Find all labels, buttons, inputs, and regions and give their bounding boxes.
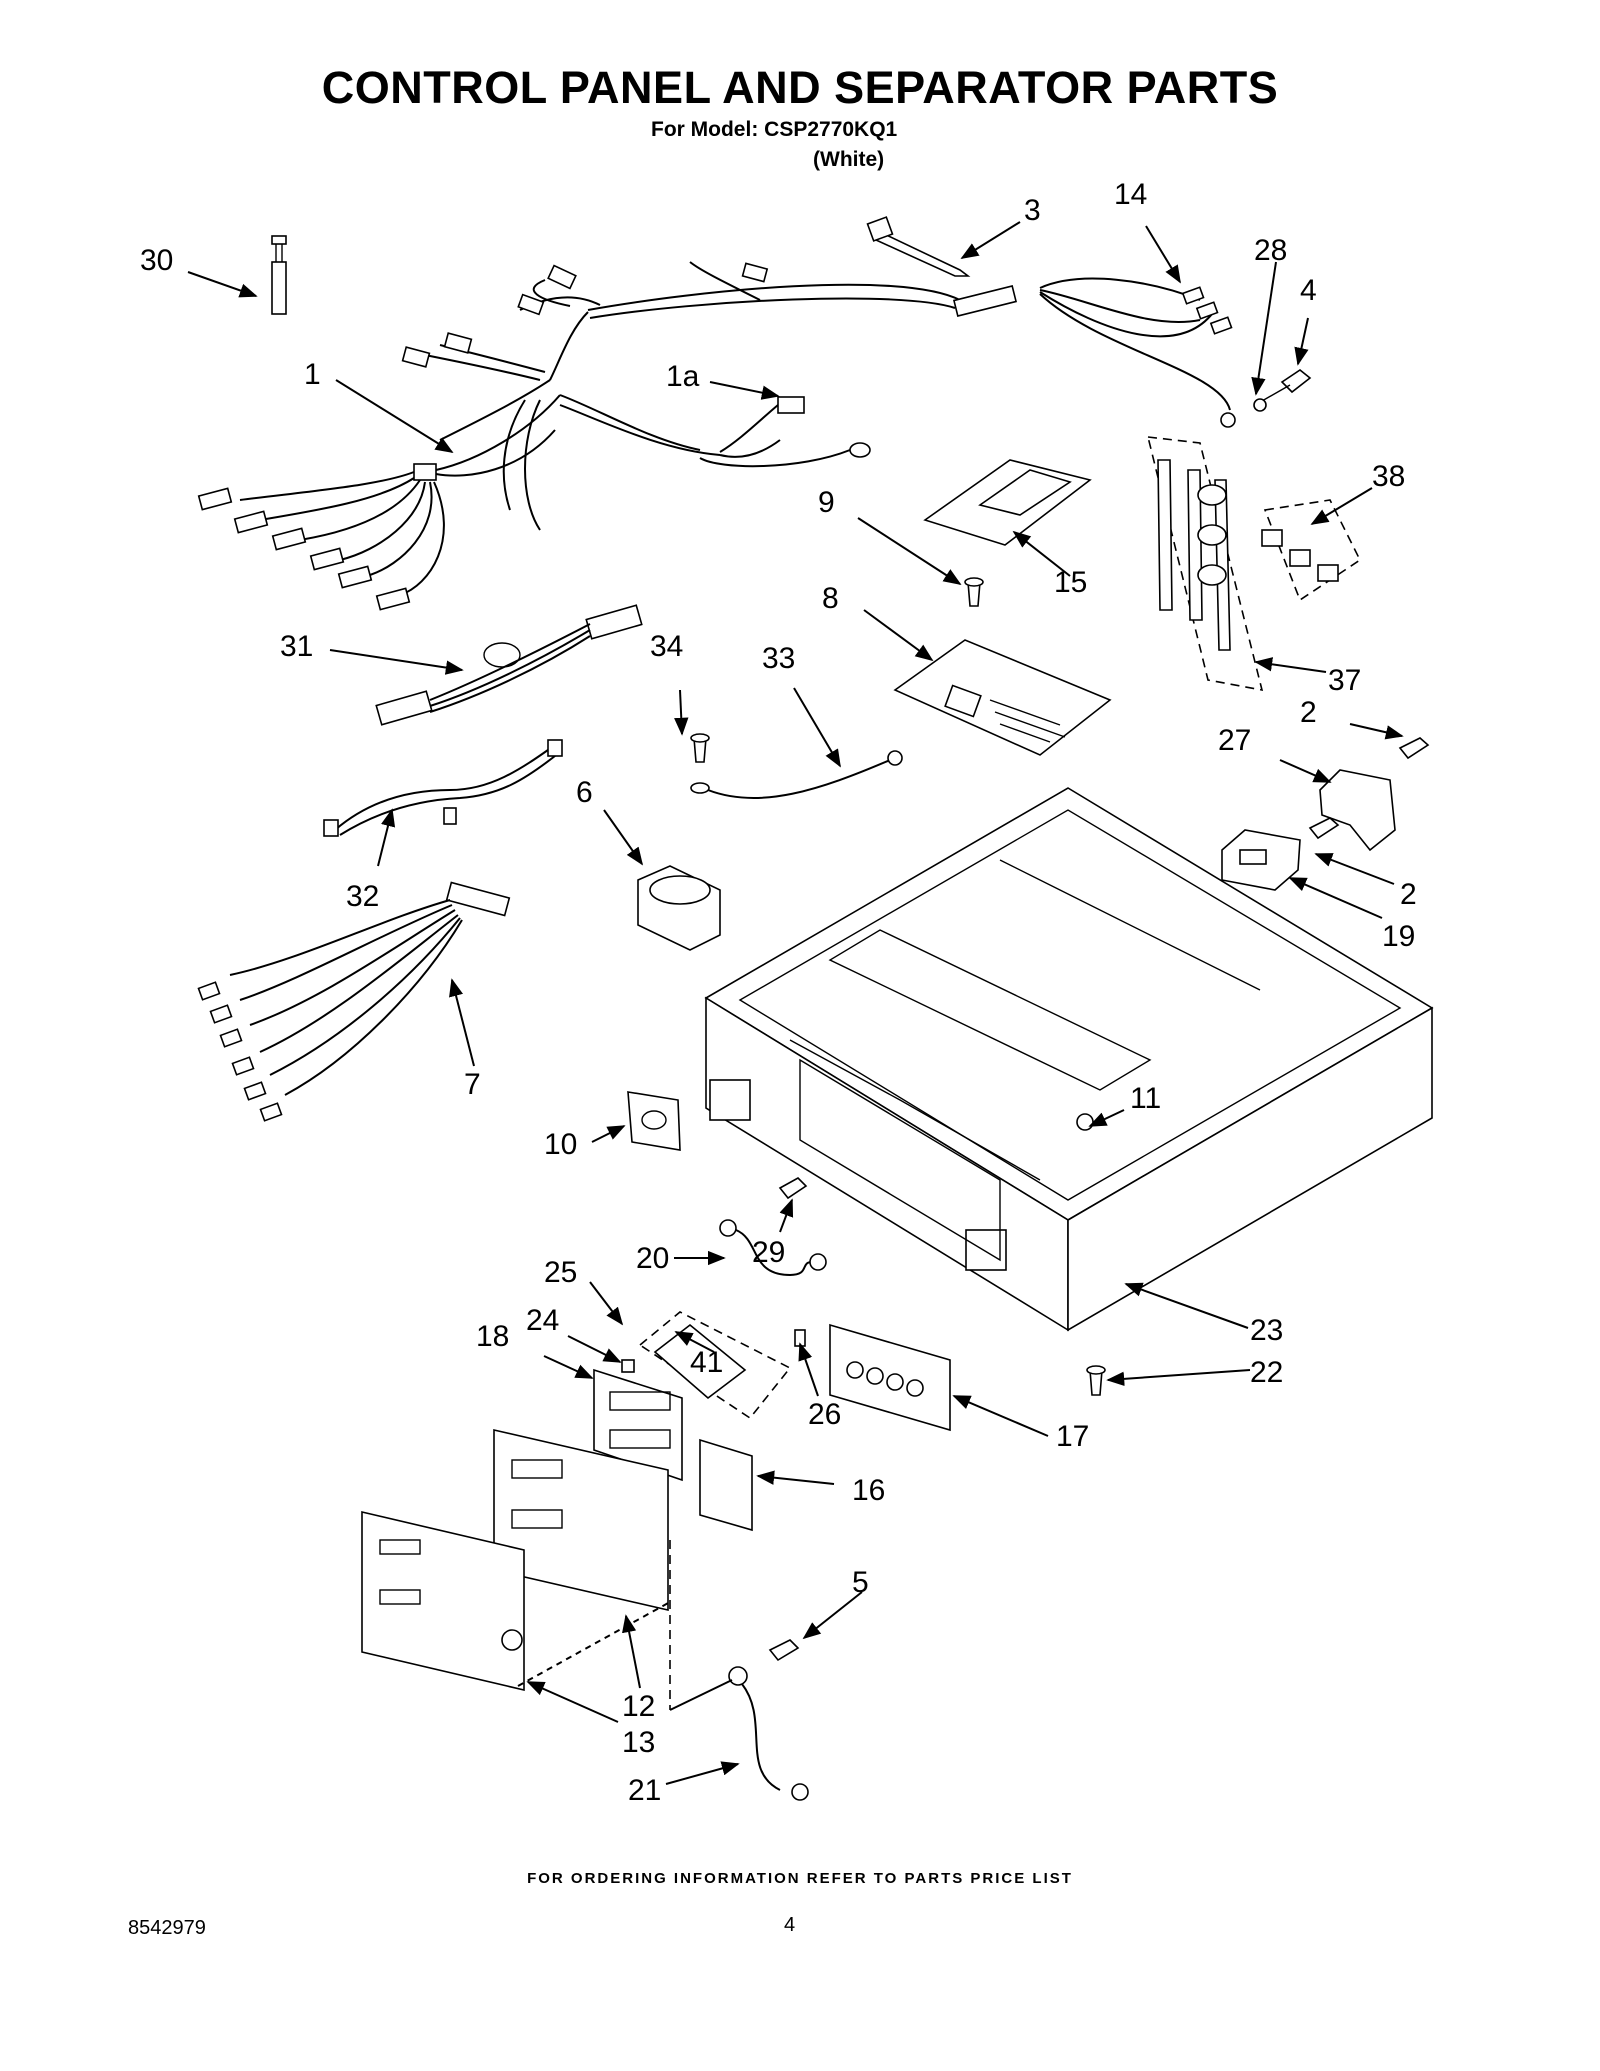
page-title: CONTROL PANEL AND SEPARATOR PARTS: [321, 62, 1279, 113]
part-27-bracket: [1319, 769, 1396, 852]
part-13-overlay: [361, 1510, 525, 1692]
model-line: For Model: CSP2770KQ1: [651, 118, 898, 141]
callout-21: 21: [628, 1774, 661, 1807]
callout-2-upper: 2: [1300, 696, 1317, 729]
part-26-spacer: [794, 1329, 806, 1347]
part-29-screw: [778, 1177, 808, 1200]
callout-14: 14: [1114, 178, 1147, 211]
callout-4: 4: [1300, 274, 1317, 307]
part-15-label: [923, 459, 1092, 546]
callout-33: 33: [762, 642, 795, 675]
callout-27: 27: [1218, 724, 1251, 757]
callout-17: 17: [1056, 1420, 1089, 1453]
callout-31: 31: [280, 630, 313, 663]
callout-1a: 1a: [666, 360, 700, 393]
callout-5: 5: [852, 1566, 869, 1599]
part-33-ground-wire: [690, 750, 903, 800]
callout-6: 6: [576, 776, 593, 809]
part-8-control-board: [893, 639, 1112, 756]
callout-2-lower: 2: [1400, 878, 1417, 911]
callout-38: 38: [1372, 460, 1405, 493]
callout-10: 10: [544, 1128, 577, 1161]
part-12-panel: [493, 1428, 669, 1612]
part-31-ribbon-harness: [375, 604, 643, 726]
part-17-switch-panel: [829, 1323, 951, 1432]
callout-1: 1: [304, 358, 321, 391]
callout-15: 15: [1054, 566, 1087, 599]
callout-8: 8: [822, 582, 839, 615]
callout-9: 9: [818, 486, 835, 519]
callout-24: 24: [526, 1304, 559, 1337]
part-38-switch-set: [1261, 499, 1362, 602]
callout-11: 11: [1130, 1082, 1161, 1115]
callout-26: 26: [808, 1398, 841, 1431]
callout-28: 28: [1254, 234, 1287, 267]
part-2-screw-lower: [1308, 817, 1340, 840]
part-28-lock-washer: [1253, 398, 1267, 412]
part-32-harness: [323, 739, 563, 837]
callout-7: 7: [464, 1068, 481, 1101]
part-7-harness: [197, 881, 511, 1122]
part-18-display-board: [593, 1368, 683, 1482]
callout-34: 34: [650, 630, 683, 663]
part-16-bracket: [699, 1438, 753, 1532]
leader-lines: [187, 221, 1404, 1785]
part-22-screw: [1086, 1365, 1106, 1396]
model-variant: (White): [813, 148, 885, 171]
document-number: 8542979: [128, 1917, 206, 1939]
ordering-note: FOR ORDERING INFORMATION REFER TO PARTS …: [527, 1870, 1073, 1887]
part-3-cable-tie: [866, 216, 971, 277]
callout-19: 19: [1382, 920, 1415, 953]
part-6-cup: [637, 865, 721, 951]
callout-3: 3: [1024, 194, 1041, 227]
callout-37: 37: [1328, 664, 1361, 697]
part-24-spacer: [621, 1359, 635, 1373]
callout-16: 16: [852, 1474, 885, 1507]
part-21-ground-wire: [728, 1666, 809, 1801]
part-20-ground-wire: [719, 1219, 827, 1277]
callout-12: 12: [622, 1690, 655, 1723]
callouts: 30 1 1a 3 14 28 4 38 9 15 8 37 2 27 2 19…: [140, 178, 1417, 1807]
part-30-connector: [271, 235, 287, 315]
part-34-screw: [690, 733, 710, 763]
callout-13: 13: [622, 1726, 655, 1759]
part-19-housing: [1221, 829, 1301, 891]
callout-25: 25: [544, 1256, 577, 1289]
part-37-switch-bracket: [1146, 436, 1264, 692]
part-2-screw-upper: [1398, 737, 1430, 760]
callout-23: 23: [1250, 1314, 1283, 1347]
part-1-main-harness: [197, 261, 1236, 611]
callout-18: 18: [476, 1320, 509, 1353]
callout-20: 20: [636, 1242, 669, 1275]
callout-30: 30: [140, 244, 173, 277]
part-9-screw: [964, 577, 984, 607]
part-10-gasket: [627, 1091, 681, 1151]
callout-41: 41: [690, 1346, 723, 1379]
part-5-screw: [768, 1639, 800, 1662]
callout-22: 22: [1250, 1356, 1283, 1389]
part-23-separator-housing: [704, 787, 1434, 1332]
callout-32: 32: [346, 880, 379, 913]
callout-29: 29: [752, 1236, 785, 1269]
page-number: 4: [784, 1914, 796, 1936]
